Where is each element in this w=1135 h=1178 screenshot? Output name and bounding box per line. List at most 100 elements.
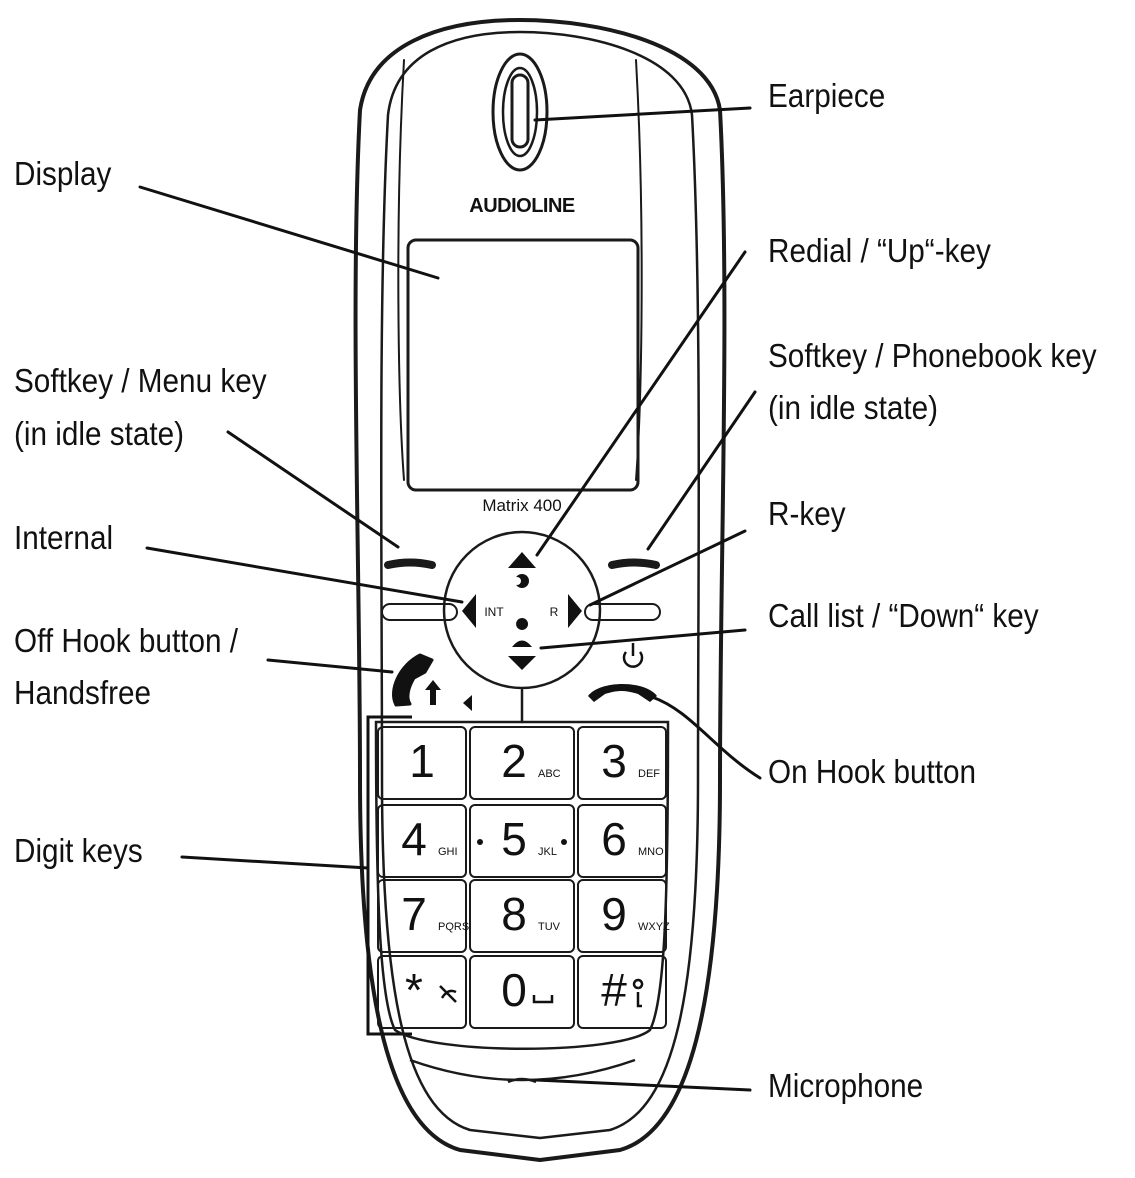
key-face[interactable] — [377, 955, 467, 1029]
mute-icon — [439, 985, 457, 1003]
int-side-bar — [381, 603, 458, 621]
softkey-left[interactable] — [384, 558, 436, 569]
key-face[interactable] — [577, 726, 667, 800]
label-call-list: Call list / “Down“ key — [768, 597, 1039, 634]
callout-line-on-hook — [650, 695, 762, 780]
keypad-bracket — [366, 715, 412, 1036]
key-digit: 7 — [401, 888, 427, 940]
left-arrow-icon[interactable] — [462, 594, 476, 628]
key-letters: ABC — [538, 768, 561, 780]
model-name: Matrix 400 — [482, 496, 561, 515]
callout-line-microphone — [534, 1078, 752, 1092]
earpiece-slot — [510, 73, 530, 149]
label-on-hook: On Hook button — [768, 753, 977, 790]
key-letters: DEF — [638, 768, 660, 780]
callout-line-display — [138, 185, 440, 280]
key-digit: * — [405, 964, 423, 1016]
callout-line-digit-keys — [180, 855, 370, 870]
key-face[interactable] — [377, 726, 467, 800]
label-digit-keys: Digit keys — [14, 832, 143, 869]
key-digit: 8 — [501, 888, 527, 940]
key-hash[interactable]: # — [577, 955, 667, 1029]
label-softkey-phonebook: Softkey / Phonebook key — [768, 337, 1097, 374]
callout-line-menu — [226, 430, 400, 549]
earpiece-outer — [491, 52, 549, 172]
off-hook-icon[interactable] — [392, 653, 434, 707]
key-face[interactable] — [469, 804, 575, 878]
r-key-label: R — [550, 605, 559, 619]
earpiece-middle — [501, 66, 539, 158]
shift-icon — [425, 680, 441, 705]
microphone-curve — [409, 1058, 636, 1082]
key-letters: TUV — [538, 921, 561, 933]
right-arrow-icon[interactable] — [568, 594, 582, 628]
key-digit: 6 — [601, 813, 627, 865]
key-digit: 3 — [601, 735, 627, 787]
on-hook-icon[interactable] — [588, 684, 657, 702]
label-softkey-phonebook-sub: (in idle state) — [768, 389, 939, 426]
key-1[interactable]: 1 — [377, 726, 467, 800]
key-digit: 4 — [401, 813, 427, 865]
label-r-key: R-key — [768, 495, 846, 532]
call-list-icon — [512, 618, 532, 647]
key-lock-icon — [632, 978, 644, 1008]
callout-line-internal — [145, 546, 464, 604]
key-digit: 1 — [409, 735, 435, 787]
key-letters: GHI — [438, 846, 458, 858]
key-face[interactable] — [577, 804, 667, 878]
key-star[interactable]: * — [377, 955, 467, 1029]
key-digit: 5 — [501, 813, 527, 865]
key-face[interactable] — [469, 955, 575, 1029]
callout-line-redial — [535, 250, 747, 557]
key-face[interactable] — [377, 879, 467, 953]
key-face[interactable] — [377, 804, 467, 878]
label-internal: Internal — [14, 519, 114, 556]
label-softkey-menu: Softkey / Menu key — [14, 362, 267, 399]
up-arrow-icon[interactable] — [508, 552, 536, 568]
handset-outer-shell — [353, 18, 727, 1162]
brand-logo: AUDIOLINE — [469, 195, 575, 217]
key-letters: WXYZ — [638, 921, 670, 933]
label-softkey-menu-sub: (in idle state) — [14, 415, 185, 452]
key-face[interactable] — [469, 879, 575, 953]
label-display: Display — [14, 155, 112, 192]
key-digit: 2 — [501, 735, 527, 787]
power-icon — [622, 643, 644, 668]
key-letters: MNO — [638, 846, 664, 858]
key-letters: PQRS — [438, 921, 469, 933]
key-digit: # — [601, 964, 627, 1016]
softkey-right[interactable] — [608, 558, 660, 569]
side-strip-left — [397, 59, 405, 481]
key5-tactile-dot — [477, 839, 483, 845]
label-off-hook-sub: Handsfree — [14, 674, 152, 711]
key-letters: JKL — [538, 846, 557, 858]
callout-line-r-key — [588, 529, 747, 607]
label-microphone: Microphone — [768, 1067, 924, 1104]
callout-line-off-hook — [266, 658, 394, 674]
key-0[interactable]: 0 — [469, 955, 575, 1029]
label-off-hook: Off Hook button / — [14, 622, 238, 659]
label-earpiece: Earpiece — [768, 77, 886, 114]
key-face[interactable] — [577, 955, 667, 1029]
microphone-hole — [507, 1077, 537, 1084]
key-face[interactable] — [469, 726, 575, 800]
callout-line-call-list — [539, 628, 747, 650]
key5-tactile-dot — [561, 839, 567, 845]
nav-ring[interactable] — [442, 530, 602, 690]
down-arrow-icon[interactable] — [508, 656, 536, 670]
callout-line-earpiece — [533, 106, 752, 122]
key-face[interactable] — [577, 879, 667, 953]
int-key-label: INT — [484, 605, 504, 619]
handset-inner-shell — [379, 30, 701, 1140]
